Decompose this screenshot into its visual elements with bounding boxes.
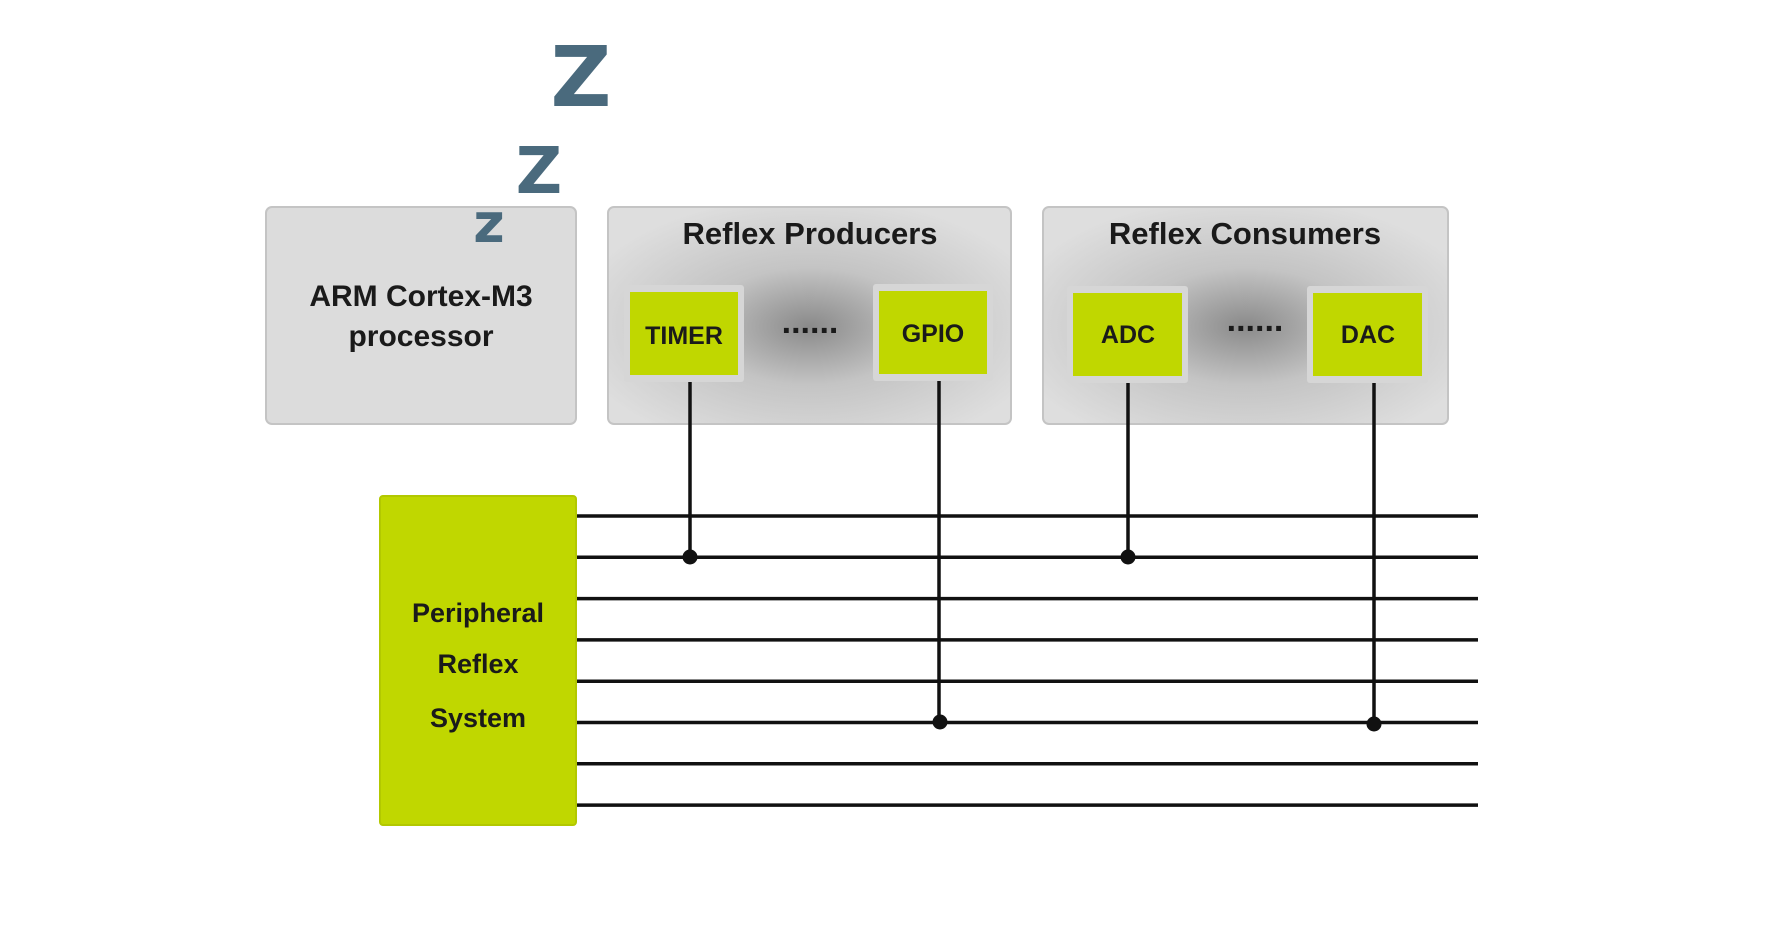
sleep-letter-large: Z [551,28,612,126]
reflex-consumers-group: Reflex Consumers ADC ...... DAC [1042,206,1449,425]
junction-dac [1366,716,1382,732]
reflex-producers-group: Reflex Producers TIMER ...... GPIO [607,206,1012,425]
peripheral-reflex-system-block: Peripheral Reflex System [379,495,577,826]
prs-label-line2: Reflex [437,649,518,679]
consumers-title: Reflex Consumers [1109,216,1381,251]
producer-chip-timer: TIMER [624,285,744,382]
prs-label-line1: Peripheral [412,598,544,628]
producer-chip-gpio-label: GPIO [902,320,965,348]
junction-gpio [932,714,948,730]
prs-label-line3: System [430,703,526,733]
processor-block: ARM Cortex-M3 processor [265,206,577,425]
prs-channel-bus [576,514,1478,807]
consumer-chip-dac: DAC [1307,286,1428,383]
consumers-ellipsis: ...... [1227,301,1284,339]
junction-timer [682,549,698,565]
consumer-chip-dac-label: DAC [1341,321,1395,349]
junction-adc [1120,549,1136,565]
sleep-zzz-icon: Z Z z [473,28,611,255]
junction-dots [682,549,1382,732]
processor-label-line2: processor [348,320,493,353]
consumer-chip-adc: ADC [1067,286,1188,383]
sleep-letter-medium: Z [516,135,562,209]
producers-ellipsis: ...... [782,303,839,341]
sleep-letter-small: z [473,192,504,255]
connection-wires [688,381,1376,723]
producers-title: Reflex Producers [683,216,938,251]
consumer-chip-adc-label: ADC [1101,321,1155,349]
producer-chip-gpio: GPIO [873,284,993,381]
producer-chip-timer-label: TIMER [645,322,723,350]
processor-label-line1: ARM Cortex-M3 [309,280,532,313]
